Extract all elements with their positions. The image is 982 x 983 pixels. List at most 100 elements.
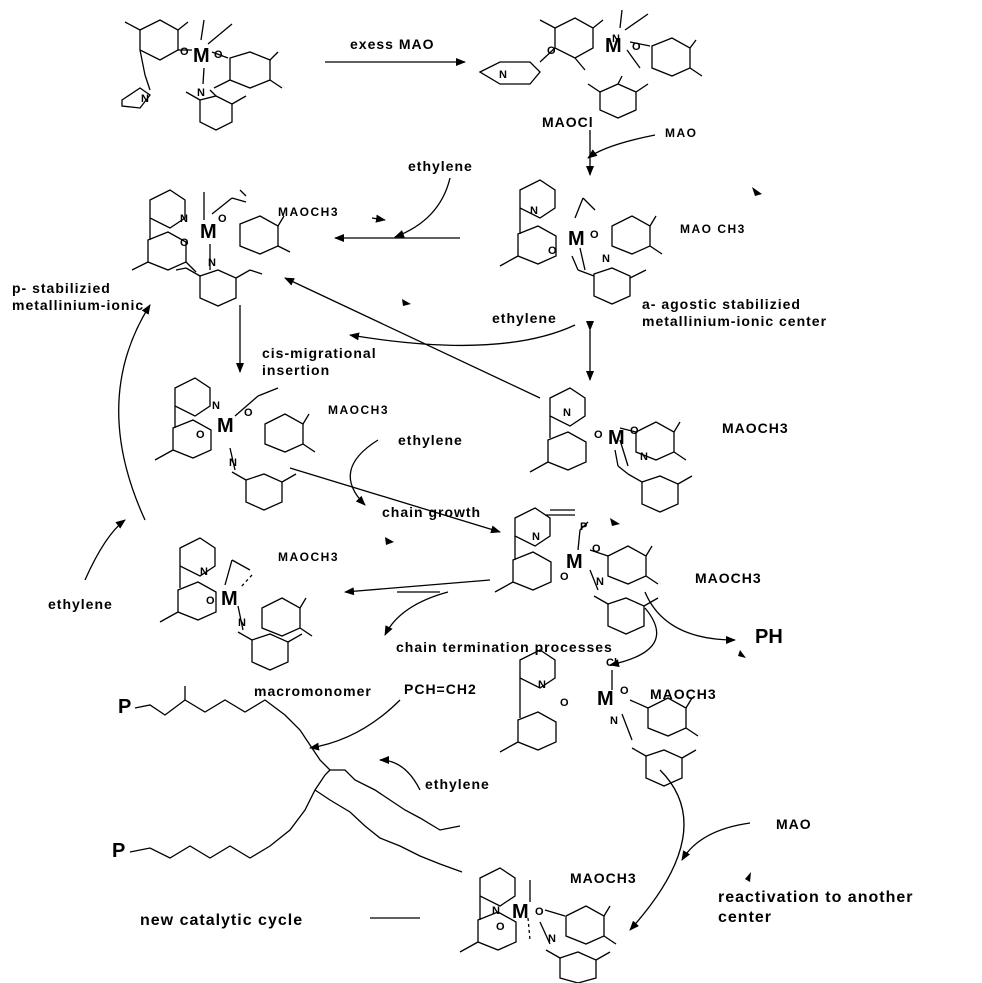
label-cis-migrational-line2: insertion bbox=[262, 362, 331, 378]
structure-methylated bbox=[478, 9, 703, 119]
structure-beta-agostic bbox=[159, 537, 313, 671]
label-macromonomer: macromonomer bbox=[254, 683, 372, 699]
structure-chain-growth bbox=[494, 507, 659, 635]
label-ethylene-top: ethylene bbox=[408, 158, 473, 174]
svg-text:M: M bbox=[608, 427, 625, 449]
svg-text:N: N bbox=[640, 451, 648, 463]
label-ph: PH bbox=[755, 626, 783, 648]
svg-text:O: O bbox=[594, 429, 603, 441]
svg-text:N: N bbox=[200, 566, 208, 578]
svg-text:O: O bbox=[180, 46, 189, 58]
label-maoch3-right-bottom: MAOCH3 bbox=[695, 570, 762, 586]
label-alpha-agostic-line1: a- agostic stabilizied bbox=[642, 296, 801, 312]
svg-text:O: O bbox=[180, 237, 189, 249]
svg-text:O: O bbox=[560, 697, 569, 709]
label-maocl: MAOCl bbox=[542, 114, 594, 130]
label-ethylene-mid: ethylene bbox=[492, 310, 557, 326]
svg-text:M: M bbox=[217, 415, 234, 437]
svg-text:N: N bbox=[602, 253, 610, 265]
polymer-chains bbox=[129, 686, 463, 873]
label-mao-lower: MAO bbox=[776, 816, 812, 832]
svg-text:N: N bbox=[612, 33, 620, 45]
label-chain-termination: chain termination processes bbox=[396, 639, 613, 655]
svg-text:N: N bbox=[208, 257, 216, 269]
label-reactivation: reactivation to another center bbox=[718, 888, 913, 928]
svg-text:O: O bbox=[548, 245, 557, 257]
svg-text:O: O bbox=[560, 571, 569, 583]
structure-chloro-deactivated bbox=[499, 649, 699, 787]
svg-text:N: N bbox=[197, 87, 205, 99]
svg-text:N: N bbox=[610, 715, 618, 727]
label-maoch3-right-mid: MAOCH3 bbox=[722, 420, 789, 436]
structure-precatalyst bbox=[121, 19, 283, 131]
svg-text:M: M bbox=[566, 551, 583, 573]
svg-text:N: N bbox=[563, 407, 571, 419]
svg-text:Cl: Cl bbox=[606, 657, 617, 669]
svg-text:O: O bbox=[218, 213, 227, 225]
label-reactivation-line1: reactivation to another bbox=[718, 889, 914, 906]
label-maoch3-left-top: MAOCH3 bbox=[278, 205, 340, 219]
structure-insertion-product bbox=[154, 377, 316, 511]
svg-text:O: O bbox=[630, 425, 639, 437]
label-p-lower: P bbox=[112, 840, 126, 862]
label-excess-mao: exess MAO bbox=[350, 36, 435, 52]
svg-text:N: N bbox=[141, 93, 149, 105]
label-ethylene-lower: ethylene bbox=[425, 776, 490, 792]
svg-text:O: O bbox=[244, 407, 253, 419]
label-maoch3-left-bottom: MAOCH3 bbox=[278, 550, 340, 564]
svg-text:O: O bbox=[547, 45, 556, 57]
label-chain-growth: chain growth bbox=[382, 504, 482, 520]
label-reactivation-line2: center bbox=[718, 909, 773, 926]
label-maoch3-right-top: MAO CH3 bbox=[680, 222, 746, 236]
atom-symbols: M M M M M M M M M M O O N N O N O N N O … bbox=[141, 33, 648, 945]
svg-text:O: O bbox=[496, 921, 505, 933]
label-maoch3-bottom: MAOCH3 bbox=[570, 870, 637, 886]
label-maoch3-lower: MAOCH3 bbox=[650, 686, 717, 702]
svg-text:O: O bbox=[620, 685, 629, 697]
label-pch-ch2: PCH=CH2 bbox=[404, 681, 477, 697]
svg-text:M: M bbox=[597, 688, 614, 710]
label-pi-stabilized: p- stabilizied metallinium-ionic bbox=[12, 280, 144, 314]
svg-text:M: M bbox=[193, 45, 210, 67]
label-p-upper: P bbox=[118, 696, 132, 718]
svg-text:M: M bbox=[221, 588, 238, 610]
svg-text:M: M bbox=[605, 35, 622, 57]
svg-text:N: N bbox=[492, 905, 500, 917]
label-alpha-agostic-line2: metallinium-ionic center bbox=[642, 313, 828, 329]
label-ethylene-center: ethylene bbox=[398, 432, 463, 448]
label-cis-migrational-line1: cis-migrational bbox=[262, 345, 377, 361]
svg-text:P: P bbox=[580, 521, 587, 533]
label-pi-stabilized-line2: metallinium-ionic bbox=[12, 297, 145, 313]
structure-alpha-agostic bbox=[499, 179, 663, 305]
svg-text:M: M bbox=[200, 221, 217, 243]
svg-text:N: N bbox=[538, 679, 546, 691]
svg-text:O: O bbox=[535, 906, 544, 918]
svg-text:M: M bbox=[568, 228, 585, 250]
label-pi-stabilized-line1: p- stabilizied bbox=[12, 280, 111, 296]
svg-text:N: N bbox=[530, 205, 538, 217]
svg-text:O: O bbox=[214, 49, 223, 61]
structure-methyl-cation bbox=[529, 387, 693, 513]
structure-reactivated bbox=[459, 867, 617, 983]
svg-text:M: M bbox=[512, 901, 529, 923]
svg-text:N: N bbox=[238, 617, 246, 629]
label-mao-top: MAO bbox=[665, 126, 698, 140]
label-new-cycle: new catalytic cycle bbox=[140, 912, 304, 929]
svg-text:O: O bbox=[206, 595, 215, 607]
svg-text:O: O bbox=[592, 543, 601, 555]
svg-text:N: N bbox=[548, 933, 556, 945]
reaction-arrows bbox=[84, 58, 751, 931]
label-ethylene-left: ethylene bbox=[48, 596, 113, 612]
label-alpha-agostic: a- agostic stabilizied metallinium-ionic… bbox=[642, 296, 827, 330]
svg-text:N: N bbox=[212, 400, 220, 412]
svg-text:O: O bbox=[632, 41, 641, 53]
svg-text:O: O bbox=[196, 429, 205, 441]
svg-text:O: O bbox=[590, 229, 599, 241]
svg-text:N: N bbox=[180, 213, 188, 225]
structure-pi-stabilized bbox=[131, 189, 291, 307]
stray-arrowheads bbox=[385, 187, 762, 882]
svg-text:N: N bbox=[532, 531, 540, 543]
label-cis-migrational: cis-migrational insertion bbox=[262, 345, 377, 379]
svg-text:N: N bbox=[596, 576, 604, 588]
